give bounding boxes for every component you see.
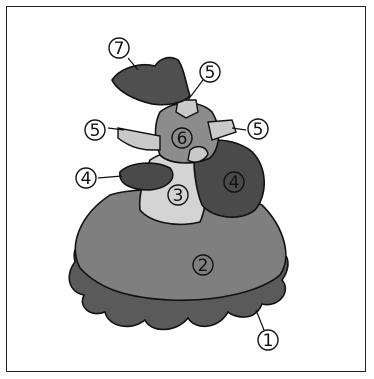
label-frill: 1 xyxy=(258,330,278,351)
svg-text:5: 5 xyxy=(253,120,264,140)
svg-text:5: 5 xyxy=(205,63,216,83)
label-cuff-right: 5 xyxy=(248,119,268,140)
sleeve-left-shape xyxy=(120,163,173,190)
arm-left-shape xyxy=(118,128,160,150)
svg-text:6: 6 xyxy=(177,129,188,149)
svg-text:4: 4 xyxy=(229,173,240,193)
svg-text:1: 1 xyxy=(263,331,274,351)
svg-text:3: 3 xyxy=(173,186,184,206)
label-sleeve-left: 4 xyxy=(76,168,96,189)
label-cuff-left: 5 xyxy=(85,120,105,141)
svg-text:4: 4 xyxy=(81,169,92,189)
arm-right-shape xyxy=(208,120,236,140)
label-hat: 7 xyxy=(109,38,129,59)
hat-shape xyxy=(112,58,190,105)
svg-text:5: 5 xyxy=(90,121,101,141)
svg-text:2: 2 xyxy=(198,256,209,276)
svg-text:7: 7 xyxy=(114,39,125,59)
label-cuff-top: 5 xyxy=(200,62,220,83)
